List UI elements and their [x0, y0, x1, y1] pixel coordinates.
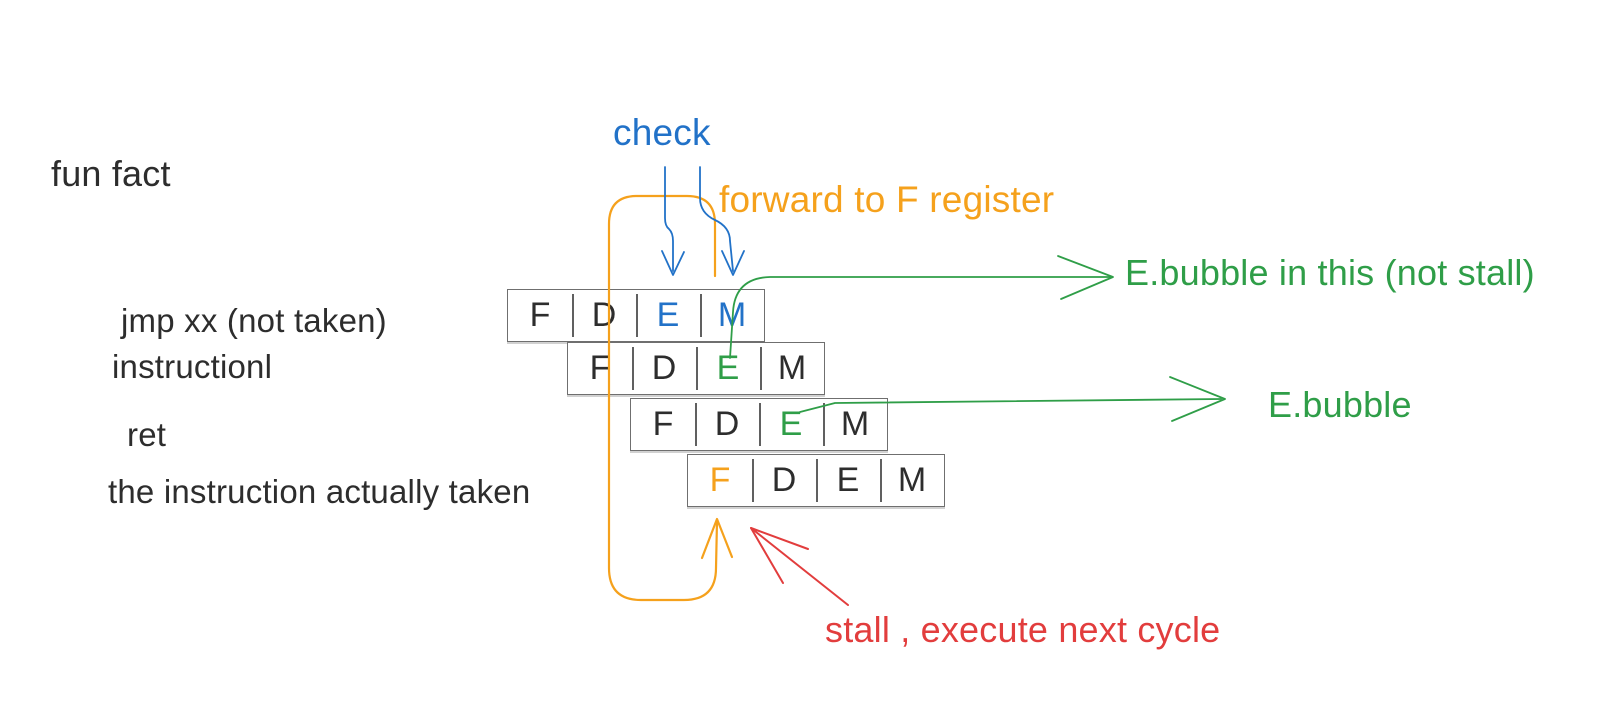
cell-divider	[759, 403, 761, 446]
pipeline-row-taken-instruction: F D E M	[687, 454, 945, 507]
ebubble-label: E.bubble	[1268, 384, 1412, 425]
stage-cell-f: F	[568, 343, 632, 394]
stage-cell-e: E	[759, 399, 823, 450]
arrowhead-down-icon	[721, 250, 745, 276]
stage-letter: E	[779, 405, 803, 443]
stage-cell-e: E	[636, 290, 700, 341]
stage-letter: D	[771, 461, 797, 499]
stage-letter: M	[777, 349, 807, 387]
cell-divider	[636, 294, 638, 337]
row-label-jmp: jmp xx (not taken)	[121, 302, 387, 339]
cell-divider	[632, 347, 634, 390]
cell-divider	[572, 294, 574, 337]
stage-letter: M	[717, 296, 747, 334]
stage-letter: E	[716, 349, 740, 387]
stage-letter: F	[529, 296, 551, 334]
stage-letter: E	[656, 296, 680, 334]
cell-divider	[760, 347, 762, 390]
stage-letter: F	[652, 405, 674, 443]
cell-divider	[752, 459, 754, 502]
arrowhead-right-icon	[1169, 376, 1226, 422]
stage-cell-d: D	[695, 399, 759, 450]
stage-cell-m: M	[880, 455, 944, 506]
stage-letter: F	[589, 349, 611, 387]
row-label-instructionl: instructionl	[112, 348, 273, 385]
ebubble-not-stall-label: E.bubble in this (not stall)	[1125, 252, 1535, 293]
check-arrow-to-e	[661, 166, 685, 276]
stage-cell-m: M	[823, 399, 887, 450]
stage-cell-d: D	[752, 455, 816, 506]
arrowhead-stroke	[750, 527, 784, 584]
stage-cell-e: E	[696, 343, 760, 394]
pipeline-row-instructionl: F D E M	[567, 342, 825, 395]
row-label-ret: ret	[127, 416, 167, 453]
forward-to-f-register-label: forward to F register	[719, 179, 1055, 220]
cell-divider	[700, 294, 702, 337]
stage-cell-f: F	[688, 455, 752, 506]
stage-letter: M	[897, 461, 927, 499]
arrowhead-right-icon	[1057, 255, 1114, 300]
pipeline-row-jmp: F D E M	[507, 289, 765, 342]
stage-cell-d: D	[632, 343, 696, 394]
stage-cell-d: D	[572, 290, 636, 341]
stage-cell-f: F	[631, 399, 695, 450]
stall-arrow	[750, 527, 849, 606]
stage-cell-f: F	[508, 290, 572, 341]
cell-divider	[880, 459, 882, 502]
stage-letter: D	[714, 405, 740, 443]
stage-cell-m: M	[760, 343, 824, 394]
stage-letter: E	[836, 461, 860, 499]
stage-cell-e: E	[816, 455, 880, 506]
stage-letter: F	[709, 461, 731, 499]
stall-execute-next-cycle-label: stall , execute next cycle	[825, 609, 1221, 650]
fun-fact-label: fun fact	[51, 153, 171, 194]
stage-cell-m: M	[700, 290, 764, 341]
pipeline-row-ret: F D E M	[630, 398, 888, 451]
arrowhead-up-icon	[700, 517, 734, 560]
cell-divider	[696, 347, 698, 390]
cell-divider	[816, 459, 818, 502]
arrowhead-down-icon	[661, 250, 685, 276]
stage-letter: M	[840, 405, 870, 443]
cell-divider	[823, 403, 825, 446]
stage-letter: D	[591, 296, 617, 334]
cell-divider	[695, 403, 697, 446]
check-label: check	[613, 112, 711, 153]
row-label-taken-instruction: the instruction actually taken	[108, 473, 531, 510]
stage-letter: D	[651, 349, 677, 387]
